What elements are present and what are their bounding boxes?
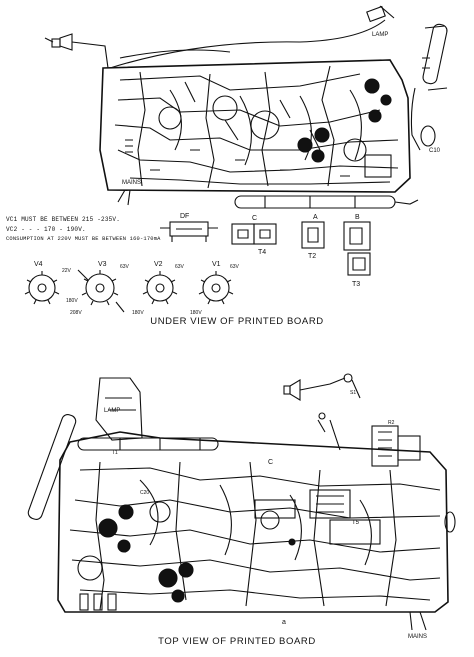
label-volt-d: 22V — [62, 268, 72, 274]
label-lamp-top: LAMP — [104, 408, 120, 414]
label-v1: V1 — [212, 261, 221, 268]
label-v3: V3 — [98, 261, 107, 268]
label-top-r2: R2 — [388, 420, 395, 426]
label-top-t1: T1 — [112, 450, 118, 456]
label-t3: T3 — [352, 281, 360, 288]
note-vc2: VC2 - - - 170 - 190V. — [6, 226, 86, 233]
label-res-a: 180V — [66, 298, 78, 304]
label-t2: T2 — [308, 253, 316, 260]
label-res-d: 208V — [70, 310, 82, 316]
parts-row — [160, 221, 371, 276]
label-top-c: C — [268, 459, 273, 466]
caption-top-view: TOP VIEW OF PRINTED BOARD — [158, 636, 316, 647]
label-b: B — [355, 214, 360, 221]
under-view-board — [44, 5, 448, 209]
label-mains-under: MAINS — [122, 180, 141, 186]
valve-pinouts — [24, 269, 234, 313]
label-lamp-under: LAMP — [372, 32, 388, 38]
label-top-a: a — [282, 619, 286, 626]
label-c: C — [252, 215, 257, 222]
label-volt-b: 63V — [230, 264, 240, 270]
label-res-c: 180V — [190, 310, 202, 316]
label-a: A — [313, 214, 318, 221]
label-volt-a: 63V — [175, 264, 185, 270]
label-t4: T4 — [258, 249, 266, 256]
label-mains-top: MAINS — [408, 634, 427, 640]
top-view-board — [27, 373, 456, 631]
label-v4: V4 — [34, 261, 43, 268]
label-res-b: 180V — [132, 310, 144, 316]
label-c10: C10 — [429, 148, 441, 154]
label-top-c20: C20 — [140, 490, 149, 496]
label-df: DF — [180, 213, 189, 220]
caption-under-view: UNDER VIEW OF PRINTED BOARD — [150, 316, 324, 327]
note-vc1: VC1 MUST BE BETWEEN 215 -235V. — [6, 216, 121, 223]
label-volt-c: 63V — [120, 264, 130, 270]
label-top-s1: S1 — [350, 390, 356, 396]
note-consumption: CONSUMPTION AT 220V MUST BE BETWEEN 160-… — [6, 236, 161, 242]
label-top-t5: T5 — [352, 520, 360, 526]
label-v2: V2 — [154, 261, 163, 268]
